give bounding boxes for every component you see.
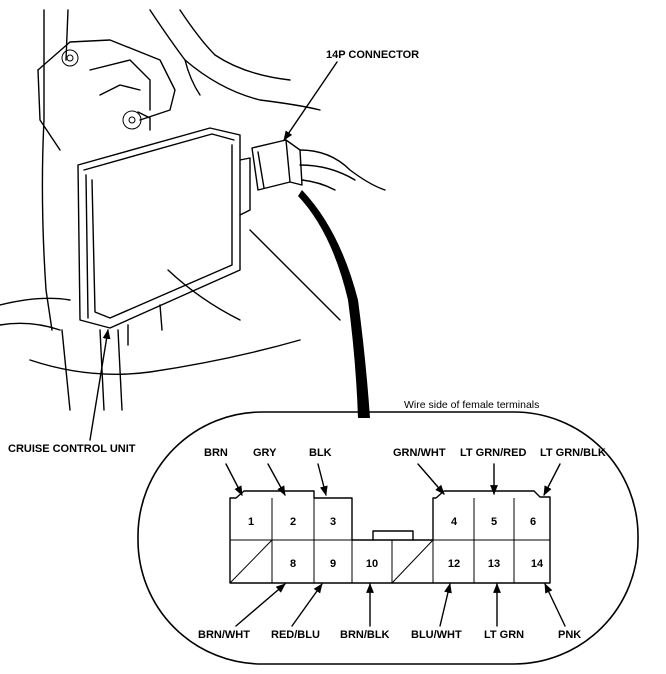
wire-label-pin-12: BLU/WHT (411, 629, 462, 641)
arrow-pin-4 (417, 463, 445, 495)
wire-label-pin-2: GRY (253, 447, 277, 459)
wire-label-pin-8: BRN/WHT (198, 629, 250, 641)
arrow-pin-9 (291, 583, 323, 627)
pin-4: 4 (451, 516, 458, 528)
pin-12: 12 (448, 558, 460, 570)
wire-label-pin-5: LT GRN/RED (460, 447, 526, 459)
pin-14: 14 (531, 558, 544, 570)
pin-10: 10 (366, 558, 378, 570)
arrow-pin-3 (317, 463, 328, 496)
wire-label-pin-4: GRN/WHT (393, 447, 446, 459)
arrow-pin-2 (267, 463, 286, 496)
wire-label-pin-9: RED/BLU (271, 629, 320, 641)
connector-face (229, 490, 551, 584)
pin-9: 9 (330, 558, 336, 570)
pin-5: 5 (491, 516, 497, 528)
arrow-pin-12 (439, 583, 452, 627)
wire-label-pin-1: BRN (204, 447, 228, 459)
pin-13: 13 (488, 558, 500, 570)
pin-6: 6 (530, 516, 536, 528)
wire-label-pin-10: BRN/BLK (340, 629, 390, 641)
arrow-pin-8 (235, 583, 286, 627)
wire-label-pin-13: LT GRN (484, 629, 524, 641)
pin-1: 1 (248, 516, 254, 528)
enlarged-view-outline (137, 411, 639, 665)
arrow-pin-14 (544, 583, 566, 627)
wire-label-pin-3: BLK (309, 447, 332, 459)
pin-8: 8 (290, 558, 296, 570)
pin-2: 2 (290, 516, 296, 528)
arrow-pin-1 (225, 463, 243, 496)
leader-arrows (225, 463, 566, 627)
wire-label-pin-6: LT GRN/BLK (540, 447, 606, 459)
wire-label-pin-14: PNK (558, 629, 581, 641)
pin-3: 3 (330, 516, 336, 528)
mounting-illustration (0, 9, 386, 441)
unit-label: CRUISE CONTROL UNIT (8, 443, 136, 455)
arrow-pin-6 (543, 463, 561, 496)
wire-side-caption: Wire side of female terminals (404, 399, 539, 411)
connector-label: 14P CONNECTOR (326, 49, 419, 61)
